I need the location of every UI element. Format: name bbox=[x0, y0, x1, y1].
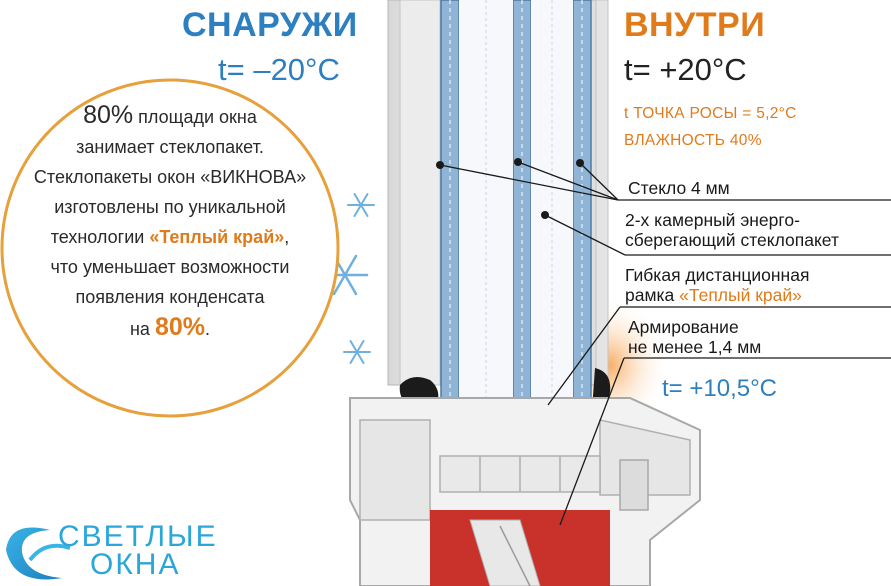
outside-temperature: t= –20°C bbox=[218, 52, 340, 87]
label-reinforcement-line2: не менее 1,4 мм bbox=[628, 337, 762, 357]
dew-point-label: t ТОЧКА РОСЫ = 5,2°C bbox=[624, 105, 797, 122]
callout-lines bbox=[439, 161, 891, 526]
edge-temperature: t= +10,5°C bbox=[662, 375, 778, 402]
bubble-line-8-highlight: 80% bbox=[154, 313, 205, 341]
label-spacer-prefix: рамка bbox=[625, 285, 680, 305]
bubble-line-5-highlight: «Теплый край» bbox=[149, 227, 285, 247]
bubble-line-4: изготовлены по уникальной bbox=[54, 197, 286, 217]
bubble-line-5: технологии «Теплый край», bbox=[0, 222, 340, 252]
logo-text-line2: ОКНА bbox=[90, 548, 181, 581]
bubble-line-1: 80% площади окна bbox=[0, 100, 340, 132]
bubble-line-5-suffix: , bbox=[284, 227, 290, 247]
label-glass: Стекло 4 мм bbox=[628, 178, 730, 198]
bubble-line-1-text: площади окна bbox=[133, 107, 257, 127]
bubble-line-2: занимает стеклопакет. bbox=[76, 137, 264, 157]
label-spacer-highlight: «Теплый край» bbox=[679, 285, 802, 305]
bubble-line-8-suffix: . bbox=[204, 319, 210, 339]
label-reinforcement-line1: Армирование bbox=[628, 317, 739, 337]
label-glazing-unit-line1: 2-х камерный энерго- bbox=[625, 210, 800, 230]
glass-panes bbox=[440, 0, 592, 431]
label-spacer: Гибкая дистанционная рамка «Теплый край» bbox=[625, 265, 809, 305]
outside-title: СНАРУЖИ bbox=[182, 6, 358, 44]
info-bubble-text: 80% площади окна занимает стеклопакет. С… bbox=[0, 100, 340, 344]
inside-title: ВНУТРИ bbox=[624, 6, 766, 44]
label-reinforcement: Армирование не менее 1,4 мм bbox=[628, 317, 761, 357]
bubble-percent: 80% bbox=[83, 101, 134, 129]
label-glazing-unit: 2-х камерный энерго- сберегающий стеклоп… bbox=[625, 210, 839, 250]
bubble-line-8-prefix: на bbox=[129, 319, 155, 339]
inside-temperature: t= +20°C bbox=[624, 52, 747, 87]
bubble-line-3: Стеклопакеты окон «ВИКНОВА» bbox=[33, 167, 307, 187]
bubble-line-7: появления конденсата bbox=[75, 287, 265, 307]
label-spacer-line1: Гибкая дистанционная bbox=[625, 265, 810, 285]
info-bubble-circle bbox=[0, 78, 340, 418]
bubble-line-8: на 80%. bbox=[0, 312, 340, 344]
logo-mark bbox=[6, 527, 71, 580]
logo-text-line1: СВЕТЛЫЕ bbox=[58, 520, 218, 553]
bubble-line-5-prefix: технологии bbox=[50, 227, 150, 247]
bubble-line-6: что уменьшает возможности bbox=[50, 257, 290, 277]
label-glazing-unit-line2: сберегающий стеклопакет bbox=[625, 230, 839, 250]
label-spacer-line2: рамка «Теплый край» bbox=[625, 285, 809, 305]
humidity-label: ВЛАЖНОСТЬ 40% bbox=[624, 132, 762, 149]
